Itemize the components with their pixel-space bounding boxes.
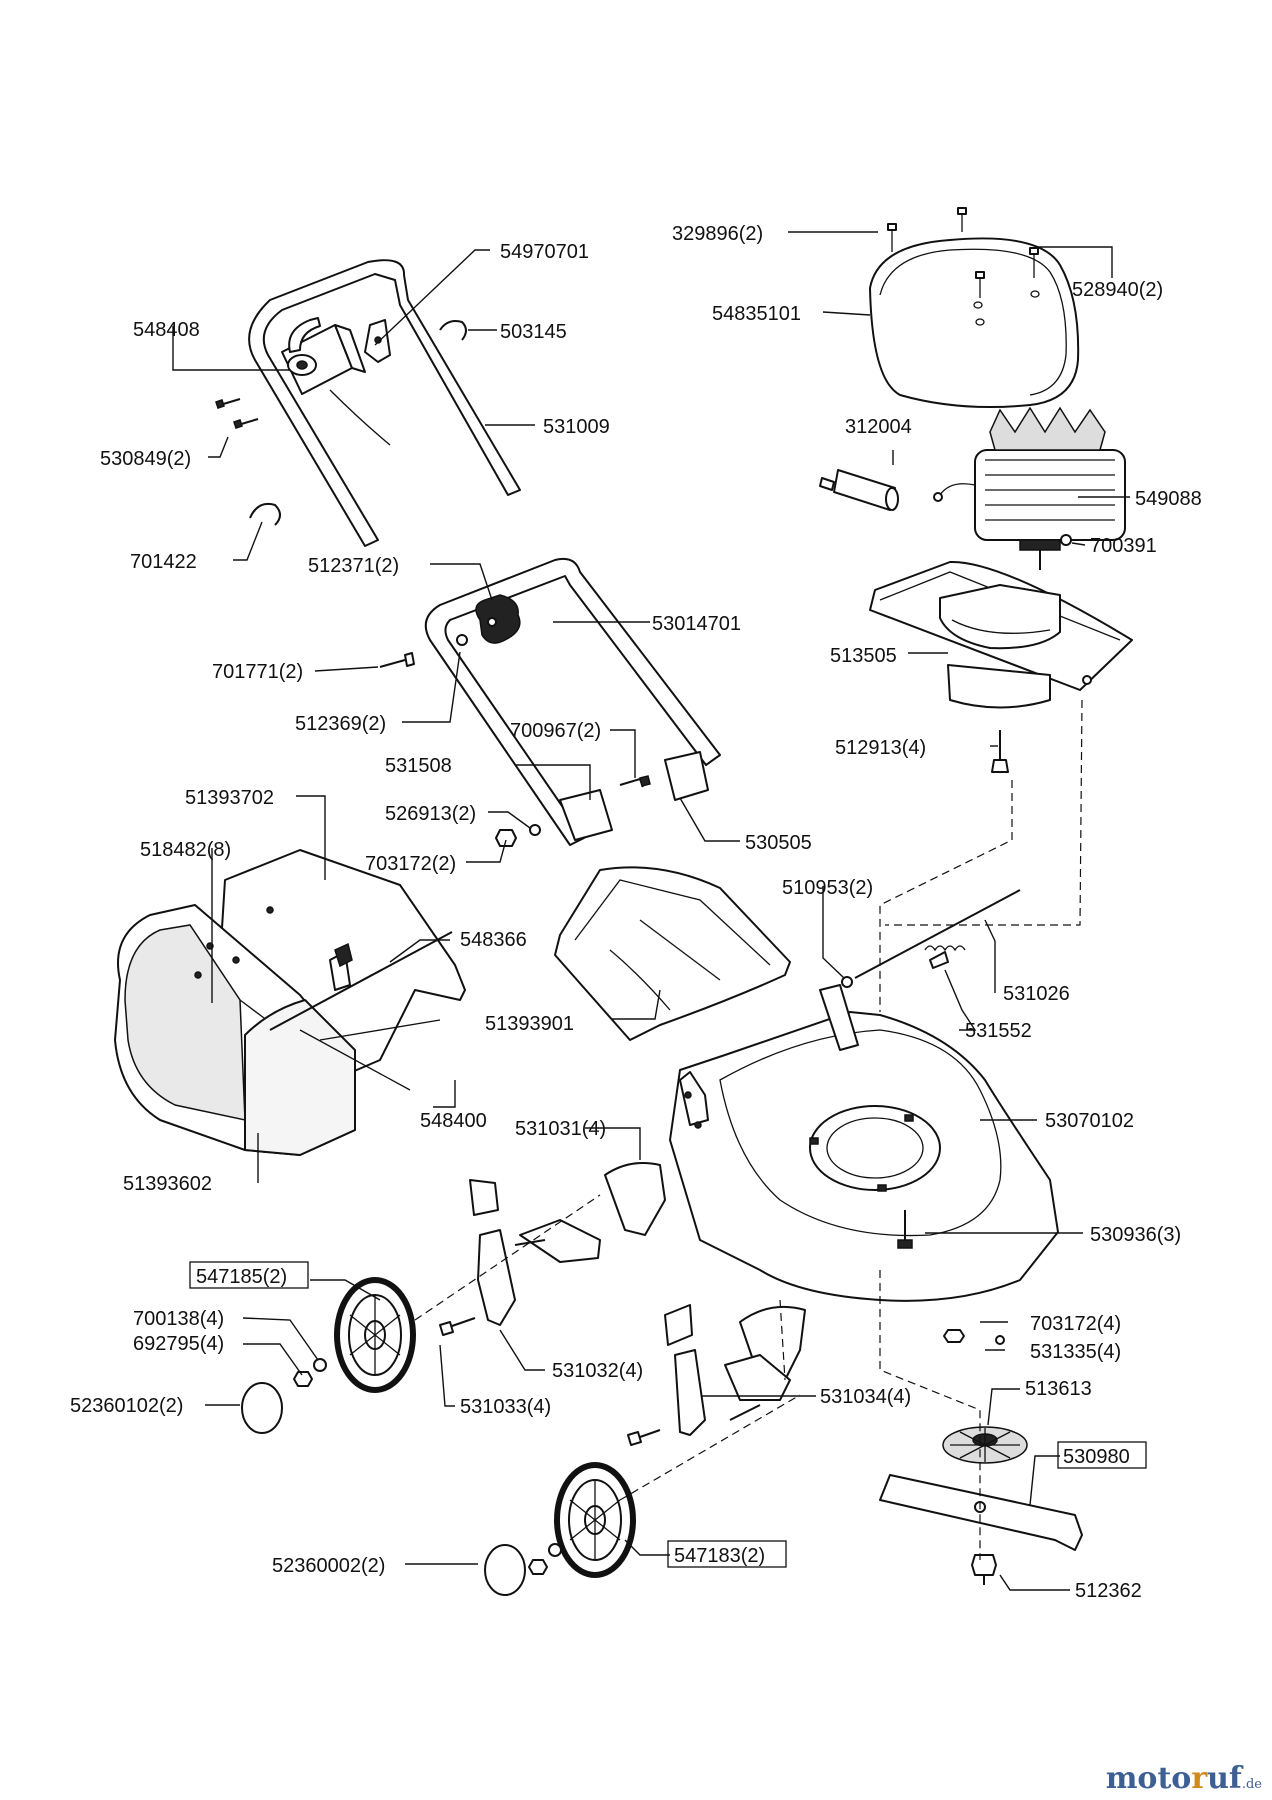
label-548408: 548408: [133, 319, 200, 341]
motor-cover-drawing: [869, 207, 1080, 409]
site-watermark: motoruf.de: [1106, 1761, 1262, 1796]
box-547185: [189, 1261, 309, 1289]
label-700391: 700391: [1090, 535, 1157, 557]
label-531031: 531031(4): [515, 1118, 606, 1140]
label-51393702: 51393702: [185, 787, 274, 809]
watermark-main: moto: [1105, 1761, 1192, 1796]
label-513613: 513613: [1025, 1378, 1092, 1400]
label-700138: 700138(4): [133, 1308, 224, 1330]
label-703172-2: 703172(2): [365, 853, 456, 875]
label-531033: 531033(4): [460, 1396, 551, 1418]
box-547183: [667, 1540, 787, 1568]
axle-drawing: [841, 889, 1021, 988]
part-labels: 329896(2) 54970701 528940(2) 54835101 54…: [70, 223, 1202, 1602]
box-530980: [1057, 1441, 1147, 1469]
watermark-accent: r: [1191, 1761, 1208, 1796]
label-701422: 701422: [130, 551, 197, 573]
label-512913: 512913(4): [835, 737, 926, 759]
label-531034: 531034(4): [820, 1386, 911, 1408]
rear-wheel-drawing: [241, 1277, 416, 1434]
label-701771: 701771(2): [212, 661, 303, 683]
label-530505: 530505: [745, 832, 812, 854]
height-adjusters-drawing: [439, 1162, 806, 1446]
label-512362: 512362: [1075, 1580, 1142, 1602]
label-52360102: 52360102(2): [70, 1395, 183, 1417]
label-53014701: 53014701: [652, 613, 741, 635]
label-700967: 700967(2): [510, 720, 601, 742]
label-530980: 530980: [1063, 1446, 1130, 1468]
label-53070102: 53070102: [1045, 1110, 1134, 1132]
label-531032: 531032(4): [552, 1360, 643, 1382]
label-503145: 503145: [500, 321, 567, 343]
label-530849: 530849(2): [100, 448, 191, 470]
screw-512913-drawing: [991, 730, 1009, 773]
label-518482: 518482(8): [140, 839, 231, 861]
label-531335: 531335(4): [1030, 1341, 1121, 1363]
blade-assembly-drawing: [879, 1329, 1083, 1585]
label-548400: 548400: [420, 1110, 487, 1132]
label-510953: 510953(2): [782, 877, 873, 899]
label-54835101: 54835101: [712, 303, 801, 325]
label-531026: 531026: [1003, 983, 1070, 1005]
label-530936: 530936(3): [1090, 1224, 1181, 1246]
label-547185: 547185(2): [196, 1266, 287, 1288]
label-312004: 312004: [845, 416, 912, 438]
label-692795: 692795(4): [133, 1333, 224, 1355]
front-wheel-drawing: [484, 1462, 636, 1596]
grass-catcher-drawing: [114, 849, 466, 1156]
label-512371: 512371(2): [308, 555, 399, 577]
assembly-lines: [414, 699, 1083, 1560]
label-329896: 329896(2): [672, 223, 763, 245]
label-531009: 531009: [543, 416, 610, 438]
label-548366: 548366: [460, 929, 527, 951]
watermark-tld: .de: [1241, 1777, 1262, 1792]
watermark-rest: uf: [1207, 1761, 1242, 1796]
motor-housing-drawing: [869, 560, 1133, 709]
lower-handle-drawing: [379, 557, 721, 847]
label-549088: 549088: [1135, 488, 1202, 510]
label-531552: 531552: [965, 1020, 1032, 1042]
label-52360002: 52360002(2): [272, 1555, 385, 1577]
label-513505: 513505: [830, 645, 897, 667]
label-526913: 526913(2): [385, 803, 476, 825]
label-531508: 531508: [385, 755, 452, 777]
label-547183: 547183(2): [674, 1545, 765, 1567]
deflector-drawing: [554, 866, 791, 1041]
upper-handle-drawing: [215, 259, 521, 547]
label-51393602: 51393602: [123, 1173, 212, 1195]
leader-lines: [172, 231, 1130, 1591]
label-703172-4: 703172(4): [1030, 1313, 1121, 1335]
label-51393901: 51393901: [485, 1013, 574, 1035]
label-528940: 528940(2): [1072, 279, 1163, 301]
deck-drawing: [669, 984, 1059, 1302]
label-512369: 512369(2): [295, 713, 386, 735]
label-54970701: 54970701: [500, 241, 589, 263]
motor-drawing: [819, 406, 1126, 570]
